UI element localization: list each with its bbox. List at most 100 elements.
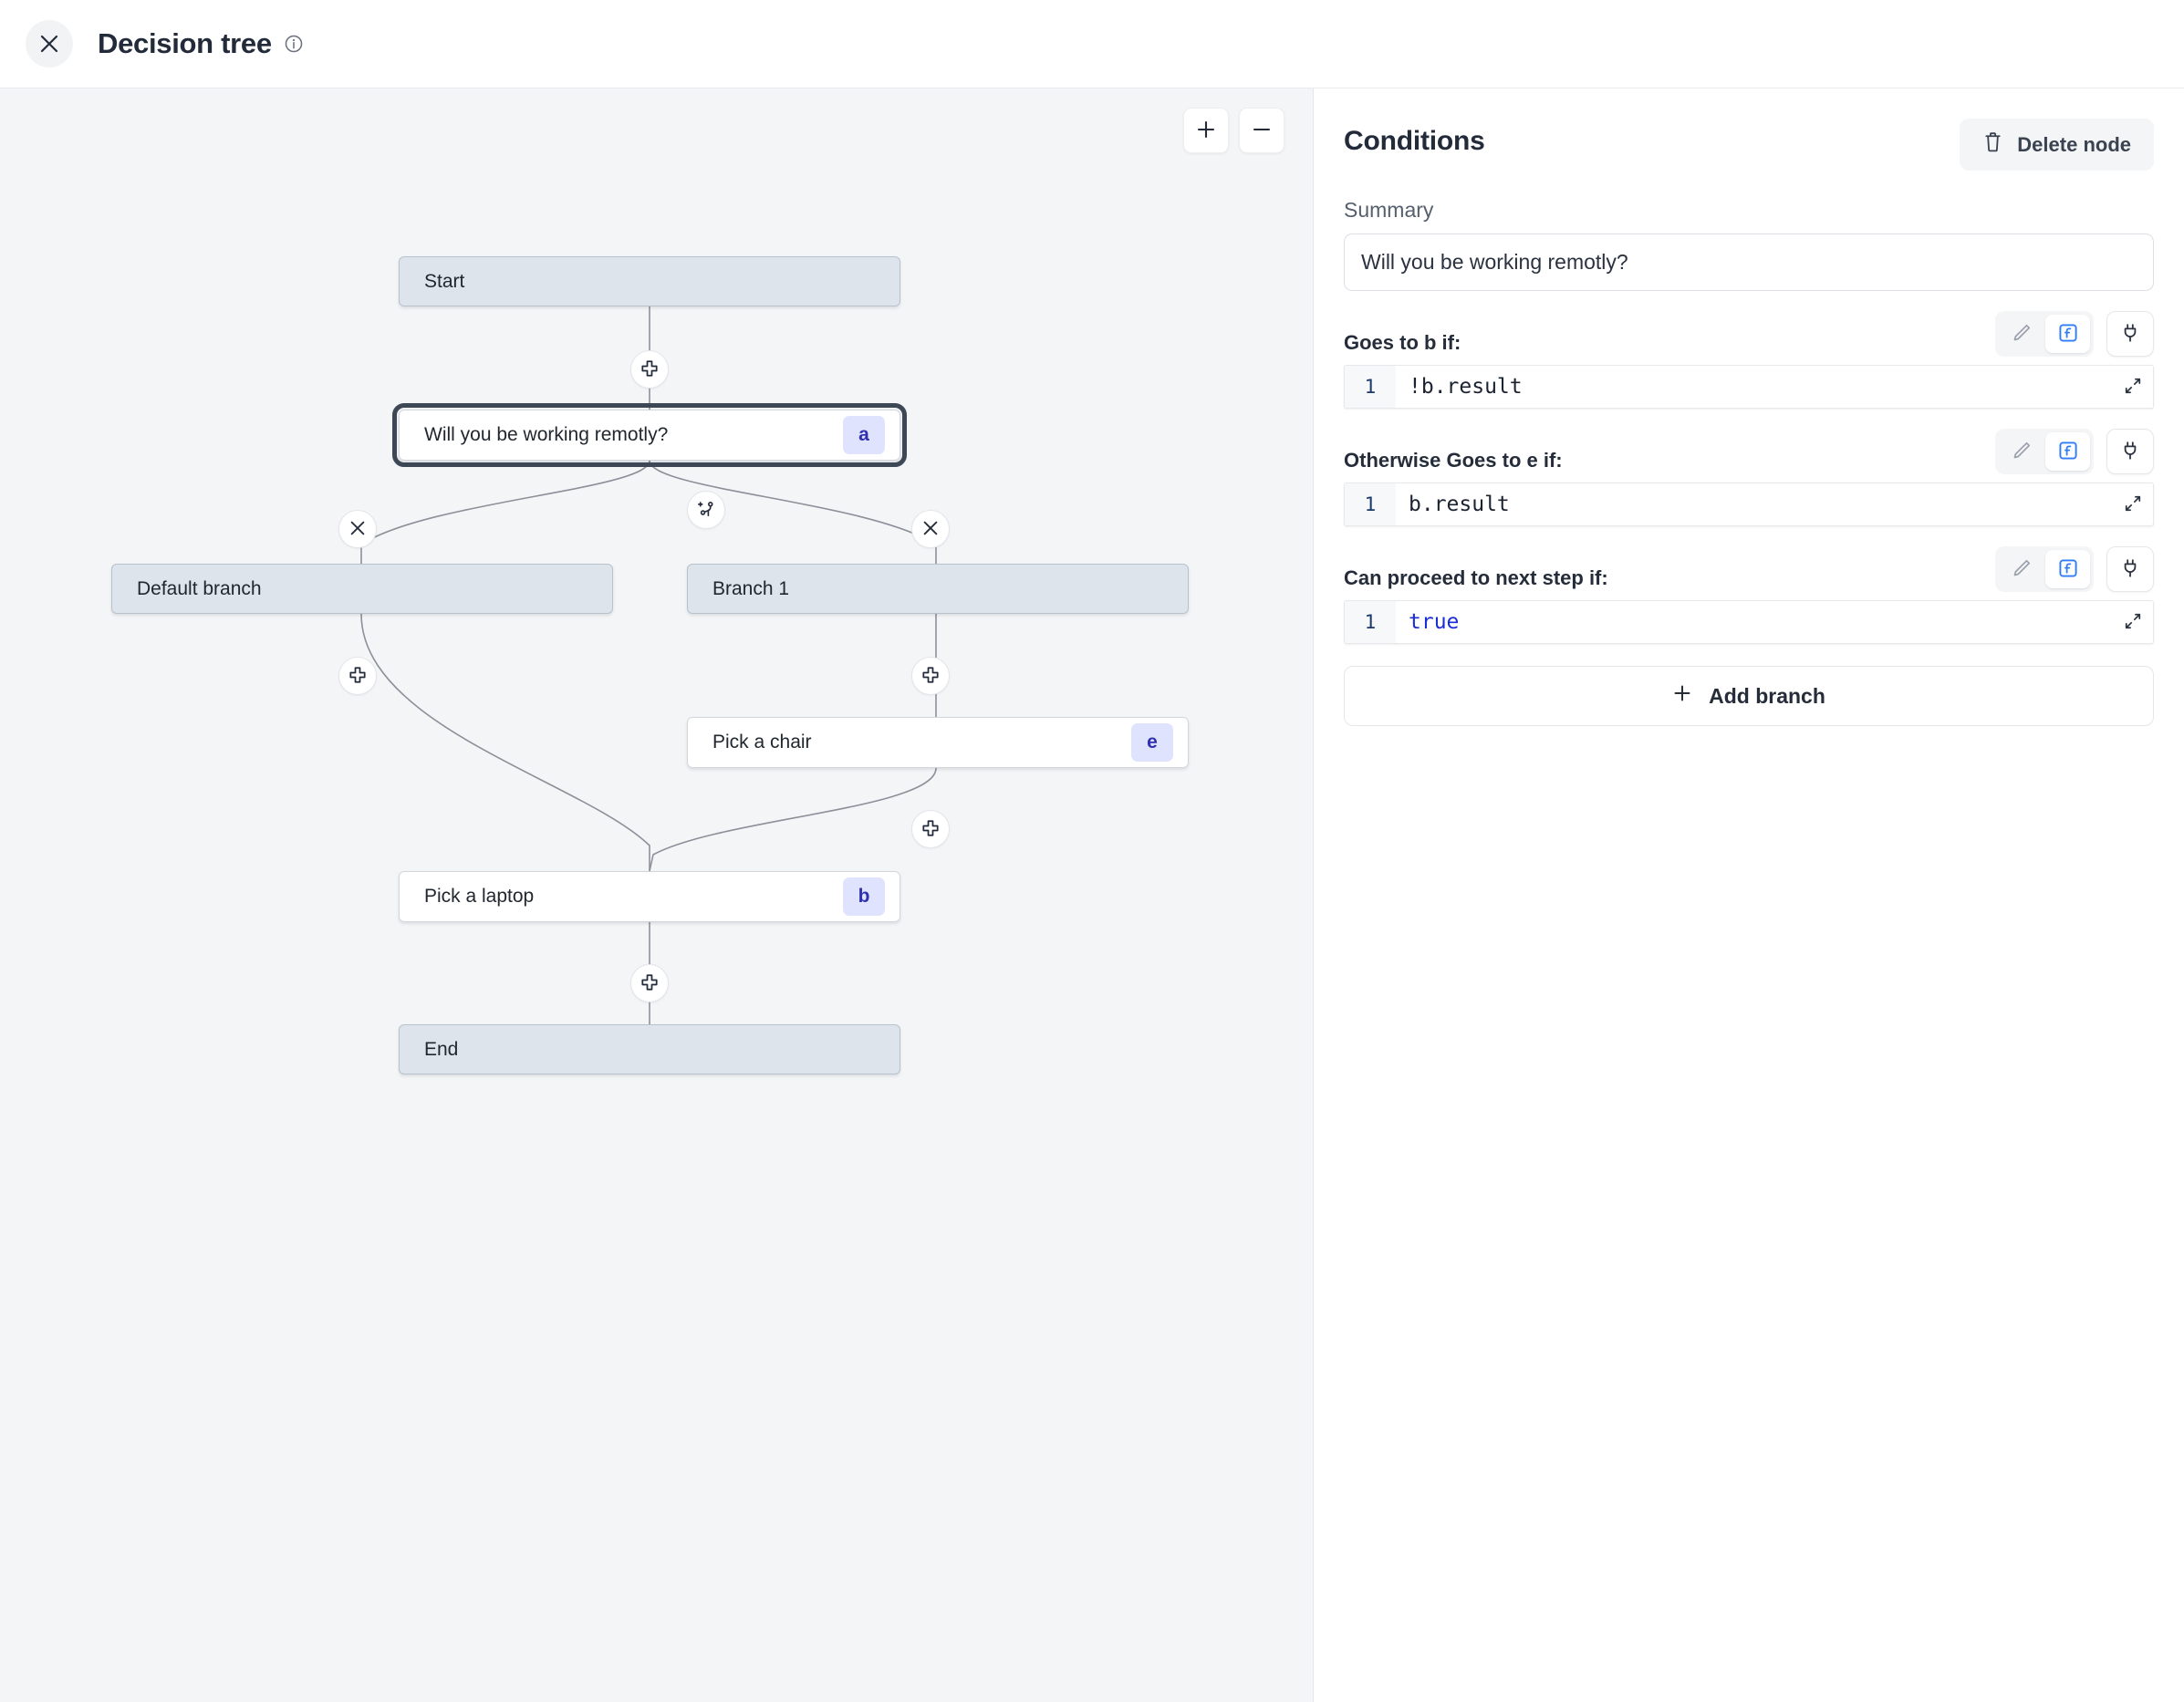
flow-node-badge: a: [843, 416, 885, 454]
flow-handle-h-del-branch1[interactable]: [911, 510, 950, 548]
line-number: 1: [1345, 366, 1396, 408]
edit-mode-button[interactable]: [1999, 315, 2044, 353]
plus-icon: [1196, 119, 1216, 142]
add-branch-icon: [696, 499, 716, 522]
close-icon: [39, 34, 59, 54]
flow-node-a[interactable]: Will you be working remotly? a: [392, 403, 907, 467]
conditions-panel: Conditions Delete node Summary Goes to b…: [1314, 88, 2184, 1702]
expand-editor-button[interactable]: [2115, 486, 2151, 523]
add-branch-label: Add branch: [1709, 683, 1825, 708]
minus-icon: [1252, 119, 1272, 142]
delete-node-label: Delete node: [2017, 132, 2131, 156]
plus-icon: [920, 665, 941, 688]
condition-header: Goes to b if:: [1344, 311, 2154, 357]
plus-icon: [348, 665, 368, 688]
edit-mode-button[interactable]: [1999, 550, 2044, 588]
close-icon: [921, 519, 940, 540]
condition-tools: [1995, 311, 2154, 357]
app-header: Decision tree: [0, 0, 2184, 88]
condition-label: Can proceed to next step if:: [1344, 566, 1608, 589]
pencil-icon: [2011, 440, 2033, 464]
expand-editor-button[interactable]: [2115, 604, 2151, 640]
connect-button[interactable]: [2106, 429, 2154, 474]
connect-button[interactable]: [2106, 546, 2154, 592]
editor-mode-toggle[interactable]: [1995, 546, 2094, 592]
flow-node-label: Branch 1: [712, 577, 790, 599]
plug-icon: [2119, 440, 2141, 464]
flow-handle-h-a-branch[interactable]: [687, 491, 725, 529]
page-title: Decision tree: [98, 27, 272, 59]
flow-handle-h-b-end[interactable]: [630, 964, 669, 1002]
condition-tools: [1995, 546, 2154, 592]
flow-node-e[interactable]: Pick a chair e: [687, 717, 1189, 768]
condition-header: Otherwise Goes to e if:: [1344, 429, 2154, 474]
flow-handle-h-start-a[interactable]: [630, 350, 669, 389]
flow-handle-h-del-default[interactable]: [338, 510, 377, 548]
function-icon: [2057, 322, 2079, 347]
pencil-icon: [2011, 322, 2033, 347]
condition-tools: [1995, 429, 2154, 474]
expand-diagonal-icon: [2124, 612, 2142, 633]
function-icon: [2057, 440, 2079, 464]
function-mode-button[interactable]: [2045, 432, 2090, 471]
flow-node-branch1[interactable]: Branch 1: [687, 564, 1189, 614]
flow-node-label: End: [424, 1038, 459, 1060]
zoom-controls: [1183, 108, 1284, 153]
condition-label: Otherwise Goes to e if:: [1344, 449, 1563, 472]
edit-mode-button[interactable]: [1999, 432, 2044, 471]
panel-header: Conditions Delete node: [1344, 119, 2154, 171]
flow-node-label: Default branch: [137, 577, 262, 599]
code-input[interactable]: b.result: [1396, 483, 2153, 525]
flow-node-default[interactable]: Default branch: [111, 564, 613, 614]
flow-node-label: Pick a laptop: [424, 886, 535, 907]
flow-handle-h-default-b[interactable]: [338, 657, 377, 695]
function-icon: [2057, 557, 2079, 582]
plug-icon: [2119, 557, 2141, 582]
panel-title: Conditions: [1344, 126, 1485, 156]
flow-node-badge: e: [1131, 723, 1173, 762]
editor-mode-toggle[interactable]: [1995, 311, 2094, 357]
line-number: 1: [1345, 483, 1396, 525]
pencil-icon: [2011, 557, 2033, 582]
add-branch-button[interactable]: Add branch: [1344, 666, 2154, 726]
flow-node-end[interactable]: End: [399, 1024, 900, 1074]
zoom-in-button[interactable]: [1183, 108, 1229, 153]
info-circle-icon[interactable]: [284, 34, 304, 54]
flow-node-badge: b: [843, 877, 885, 916]
delete-node-button[interactable]: Delete node: [1960, 119, 2154, 171]
flow-node-label: Pick a chair: [712, 732, 812, 752]
connect-button[interactable]: [2106, 311, 2154, 357]
code-input[interactable]: true: [1396, 601, 2153, 643]
flow-node-b[interactable]: Pick a laptop b: [399, 871, 900, 922]
expand-diagonal-icon: [2124, 377, 2142, 398]
function-mode-button[interactable]: [2045, 315, 2090, 353]
code-input[interactable]: !b.result: [1396, 366, 2153, 408]
plus-icon: [920, 818, 941, 841]
function-mode-button[interactable]: [2045, 550, 2090, 588]
trash-icon: [1982, 130, 2003, 159]
summary-input[interactable]: [1344, 234, 2154, 291]
condition-label: Goes to b if:: [1344, 331, 1461, 354]
expand-editor-button[interactable]: [2115, 368, 2151, 405]
close-button[interactable]: [26, 20, 73, 67]
plus-icon: [640, 358, 660, 381]
flow-handle-h-branch1-e[interactable]: [911, 657, 950, 695]
code-editor[interactable]: 1!b.result: [1344, 365, 2154, 409]
plug-icon: [2119, 322, 2141, 347]
expand-diagonal-icon: [2124, 494, 2142, 515]
editor-mode-toggle[interactable]: [1995, 429, 2094, 474]
flow-node-label: Start: [424, 270, 465, 292]
flow-node-start[interactable]: Start: [399, 256, 900, 306]
flow-node-label: Will you be working remotly?: [424, 424, 669, 445]
summary-label: Summary: [1344, 198, 1434, 222]
zoom-out-button[interactable]: [1239, 108, 1284, 153]
flow-handle-h-e-b[interactable]: [911, 810, 950, 848]
line-number: 1: [1345, 601, 1396, 643]
